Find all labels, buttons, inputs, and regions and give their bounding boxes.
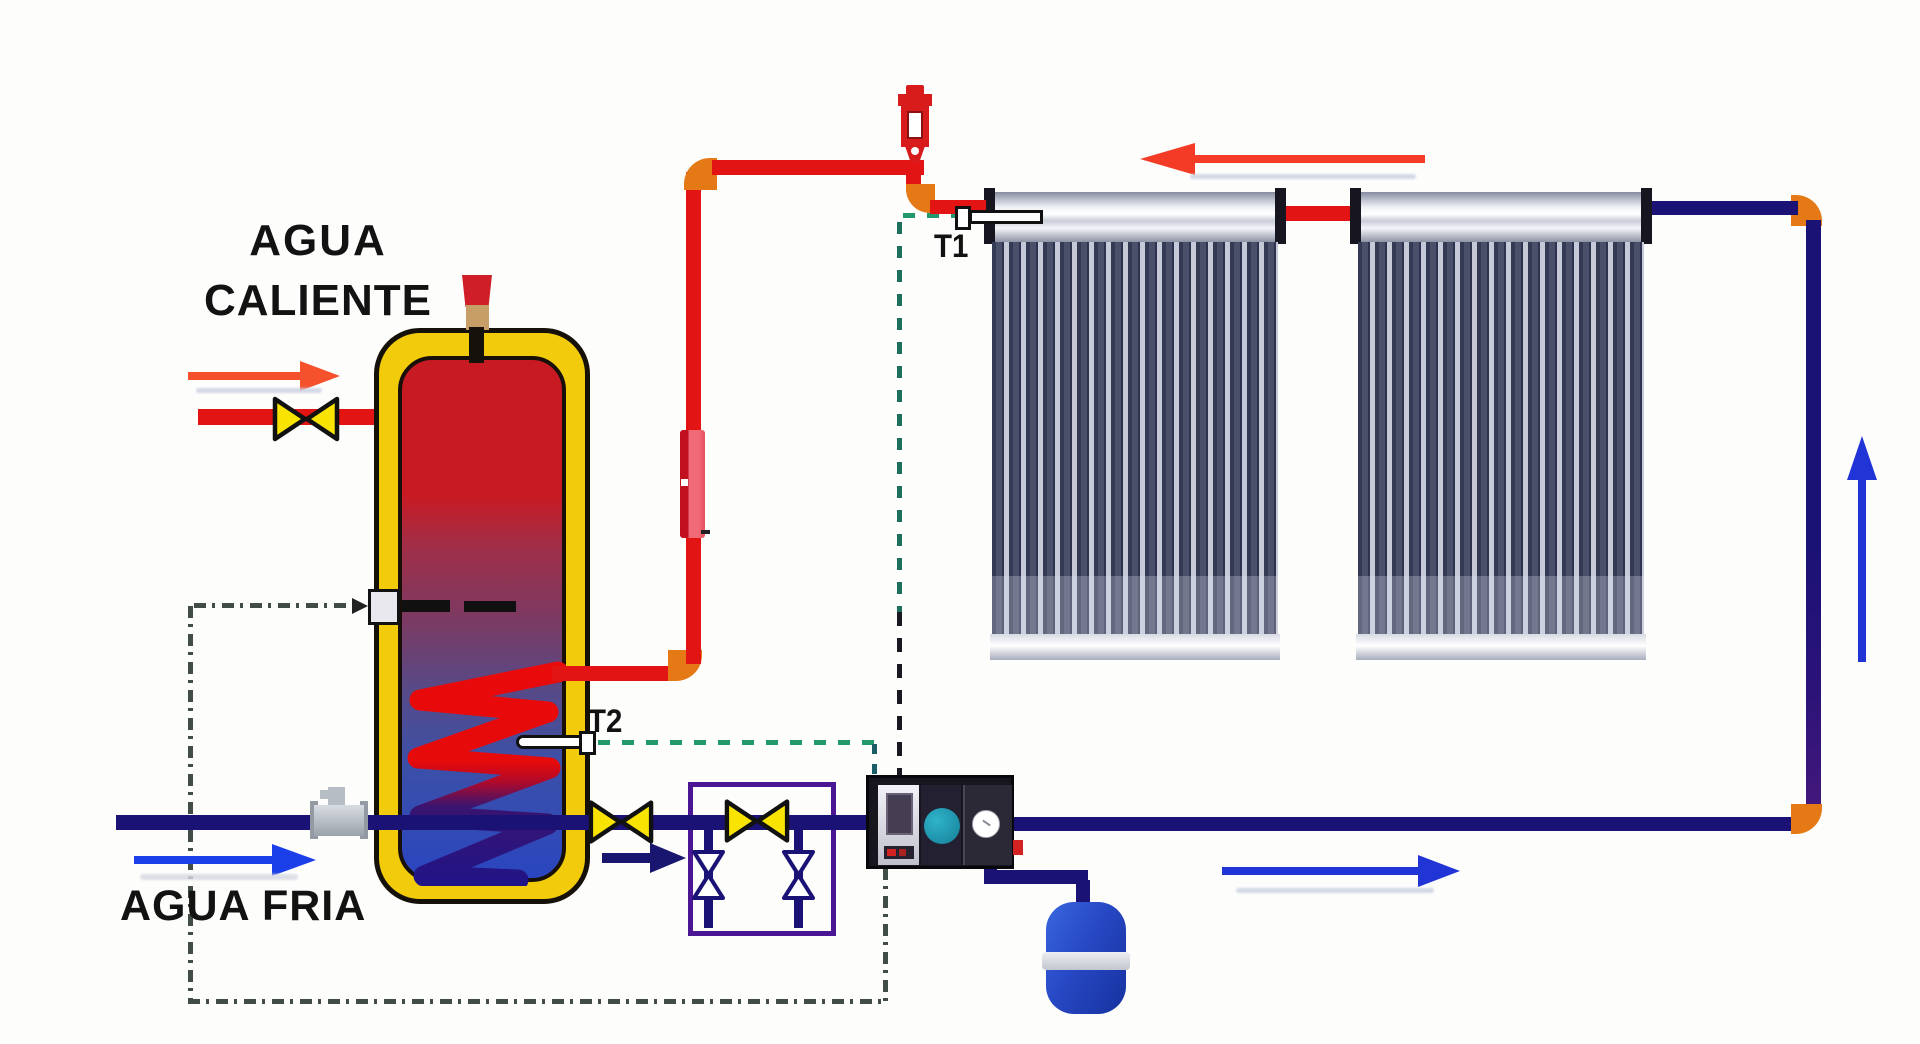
solar-collector-left <box>984 186 1286 662</box>
t2-sensor-wire-vertical <box>872 744 877 778</box>
expansion-pipe-horizontal <box>984 870 1088 884</box>
t1-sensor-nut <box>955 206 971 230</box>
solar-collector-right <box>1350 186 1652 662</box>
manifold-end-cap <box>1350 188 1361 244</box>
pump-station-fitting <box>1013 840 1023 855</box>
heat-exchanger-coil <box>407 661 566 886</box>
collector-outlet-pipe <box>1652 201 1798 215</box>
arrow-shadow <box>1236 888 1434 893</box>
controller-wire-bottom-horizontal <box>188 999 886 1004</box>
collector-connector-pipe <box>1282 206 1354 221</box>
tank-sensor-well <box>368 589 400 625</box>
drain-valve <box>782 850 815 900</box>
controller-wire-left-horizontal <box>194 603 354 608</box>
controller-wire-left-vertical <box>188 606 193 1002</box>
t1-sensor-label: T1 <box>934 228 969 264</box>
flow-meter-tick <box>701 530 710 534</box>
tank-probe-bar <box>402 600 450 612</box>
manifold-end-cap <box>1275 188 1286 244</box>
cold-water-flow-arrow <box>134 844 316 876</box>
air-vent <box>895 84 937 176</box>
collector-bottom-bar <box>1356 634 1646 660</box>
tank-relief-valve-stem <box>469 327 484 363</box>
coil-outlet-pipe <box>552 666 674 681</box>
tank-relief-valve-cap <box>462 275 492 307</box>
return-riser-pipe <box>1806 220 1821 812</box>
t1-sensor-wire-vertical-upper <box>897 222 902 614</box>
drain-valve <box>692 850 725 900</box>
controller-wire-right-vertical <box>883 868 888 1002</box>
cold-inlet-pipe <box>116 815 878 830</box>
arrow-shadow <box>140 874 298 880</box>
pump-rotor <box>924 808 960 844</box>
controller-screen <box>886 793 913 835</box>
collector-bottom-bar <box>990 634 1280 660</box>
pipe-elbow <box>1791 804 1822 834</box>
pump-station <box>866 775 1014 869</box>
tank-outlet-flow-arrow <box>602 843 686 873</box>
expansion-vessel-band <box>1042 952 1130 970</box>
arrow-shadow <box>1190 174 1416 179</box>
tee-body <box>314 805 364 836</box>
tank-outlet-valve <box>588 800 654 844</box>
flow-meter-indicator <box>681 479 688 486</box>
t1-sensor-probe <box>969 210 1043 224</box>
hot-riser-pipe <box>686 172 701 664</box>
hot-water-label-line1: AGUA <box>249 216 387 265</box>
hot-water-flow-arrow <box>188 361 340 391</box>
collector-flow-arrow <box>1140 143 1425 175</box>
controller-readout-digit <box>887 849 896 856</box>
air-vent-flange <box>898 94 932 106</box>
tee-flange <box>360 801 368 839</box>
tee-fitting <box>310 785 368 839</box>
bypass-valve <box>724 799 790 843</box>
arrow-shadow <box>196 388 322 393</box>
t1-sensor-wire-vertical-lower <box>897 612 902 776</box>
return-flow-arrow <box>1222 855 1460 887</box>
t2-sensor-probe <box>516 735 582 749</box>
t2-sensor-nut <box>579 731 596 755</box>
bypass-valve-group <box>688 782 836 936</box>
collector-tubes <box>1358 242 1644 634</box>
riser-up-arrow <box>1847 436 1877 662</box>
t2-sensor-wire-horizontal <box>598 740 876 745</box>
controller-wire-arrow-tip <box>352 598 368 614</box>
t1-sensor-wire-horizontal <box>903 213 959 218</box>
return-bottom-pipe <box>1008 817 1798 831</box>
cold-water-label: AGUA FRIA <box>120 882 367 930</box>
tank-probe-bar <box>464 601 516 612</box>
collector-tube-sheen <box>992 576 1278 634</box>
hot-outlet-valve <box>272 396 340 442</box>
hot-water-label-line2: CALIENTE <box>204 276 432 325</box>
hot-top-pipe <box>712 160 924 175</box>
tank-relief-valve-body <box>466 305 489 330</box>
air-vent-float <box>911 147 919 155</box>
tee-stub-ledge <box>320 790 332 799</box>
air-vent-window <box>907 111 923 139</box>
collector-manifold <box>1359 192 1643 242</box>
collector-tube-sheen <box>1358 576 1644 634</box>
air-vent-knob <box>906 85 924 95</box>
manifold-end-cap <box>1641 188 1652 244</box>
t2-sensor-label: T2 <box>588 703 623 739</box>
controller-readout-digit <box>899 849 906 856</box>
collector-tubes <box>992 242 1278 634</box>
